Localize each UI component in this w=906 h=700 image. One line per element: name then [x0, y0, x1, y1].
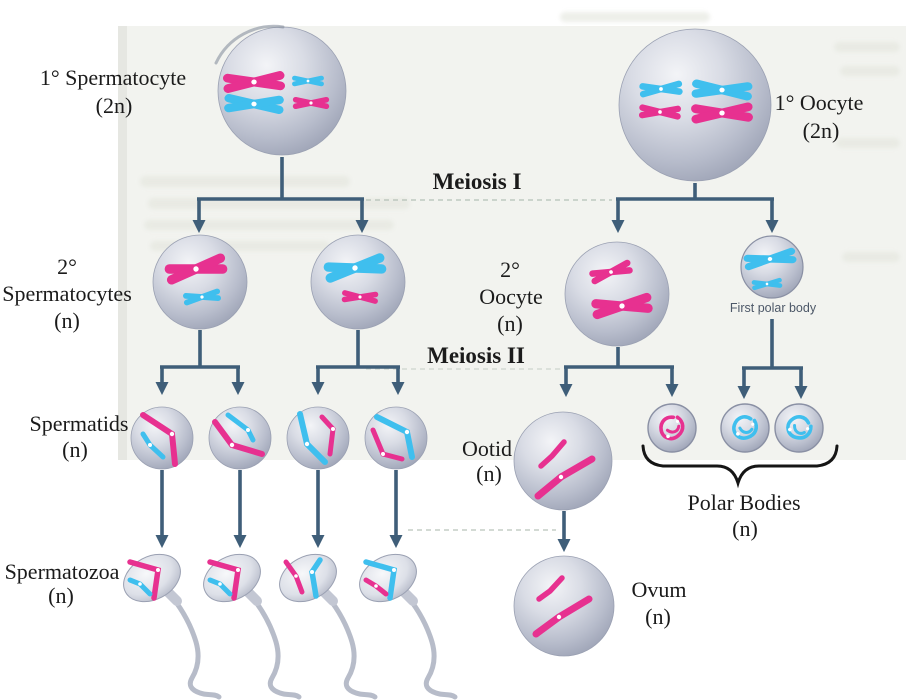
centromere — [138, 582, 142, 586]
spermatozoon-1 — [123, 553, 222, 700]
label-polar-bodies-ploidy: (n) — [732, 516, 758, 541]
centromere — [331, 427, 335, 431]
centromere — [156, 568, 160, 572]
label-primary-oocyte: 1° Oocyte — [775, 90, 864, 115]
sperm-tail — [245, 589, 302, 700]
centromere — [374, 584, 378, 588]
spermatid-cell-2 — [208, 406, 272, 470]
label-secondary-oocyte-ploidy: (n) — [497, 311, 523, 336]
pink-chromatid — [538, 439, 567, 469]
label-polar-bodies: Polar Bodies — [687, 490, 800, 515]
label-first-polar-body: First polar body — [730, 301, 817, 315]
polar-body-pink — [647, 403, 697, 453]
label-secondary-spermatocytes: Spermatocytes — [2, 281, 132, 306]
label-primary-oocyte-ploidy: (2n) — [803, 118, 840, 143]
polar-bodies-brace — [641, 444, 839, 489]
secondary-spermatocyte-cell-right — [310, 234, 406, 330]
polar-body-cells — [647, 403, 824, 453]
sperm-tail — [165, 589, 222, 700]
spermatid-cell-3 — [286, 406, 350, 470]
pink-chromatid — [536, 575, 565, 602]
spermatid-cells — [130, 406, 428, 470]
cell-edge-shadow — [214, 24, 285, 65]
label-secondary-spermatocytes-ploidy: (n) — [54, 308, 80, 333]
ootid-cell — [513, 411, 613, 511]
spermatozoa — [123, 553, 458, 700]
label-ootid-ploidy: (n) — [476, 461, 502, 486]
centromere — [558, 474, 564, 480]
spermatozoon-2 — [203, 553, 302, 700]
primary-oocyte-cell — [618, 28, 772, 182]
stage-dashed-lines — [366, 199, 612, 531]
centromere — [169, 431, 175, 437]
centromere — [304, 441, 310, 447]
label-meiosis-2: Meiosis II — [427, 343, 525, 368]
spermatid-cell-4 — [364, 406, 428, 470]
centromere — [236, 568, 240, 572]
label-secondary-oocyte-prefix: 2° — [500, 257, 520, 282]
centromere — [229, 442, 235, 448]
centromere — [148, 443, 152, 447]
labels: 1° Spermatocyte (2n) Meiosis I 1° Oocyte… — [2, 65, 863, 629]
label-ootid: Ootid — [462, 436, 512, 461]
first-polar-body-cell — [740, 235, 804, 299]
sperm-tail — [321, 589, 378, 700]
secondary-spermatocyte-cell-left — [152, 234, 248, 330]
label-ovum-ploidy: (n) — [645, 604, 671, 629]
label-spermatozoa-ploidy: (n) — [48, 583, 74, 608]
label-spermatids-ploidy: (n) — [62, 437, 88, 462]
centromere — [310, 570, 314, 574]
spermatozoon-4 — [359, 553, 458, 700]
spermatozoon-3 — [279, 553, 378, 700]
sperm-tail — [401, 589, 458, 700]
centromere — [392, 568, 396, 572]
centromere — [246, 428, 250, 432]
centromere — [294, 574, 298, 578]
label-spermatids: Spermatids — [30, 411, 129, 436]
label-secondary-spermatocytes-prefix: 2° — [57, 254, 77, 279]
ovum-cell — [513, 555, 615, 657]
label-spermatozoa: Spermatozoa — [5, 559, 120, 584]
label-ovum: Ovum — [632, 577, 687, 602]
label-secondary-oocyte: Oocyte — [479, 284, 543, 309]
centromere — [404, 429, 410, 435]
label-meiosis-1: Meiosis I — [433, 169, 522, 194]
label-primary-spermatocyte-ploidy: (2n) — [96, 93, 133, 118]
division-arrows — [155, 157, 808, 553]
centromere — [556, 614, 562, 620]
label-primary-spermatocyte: 1° Spermatocyte — [40, 65, 186, 90]
polar-body-blue-2 — [774, 403, 824, 453]
centromere — [218, 582, 222, 586]
polar-body-blue-1 — [720, 403, 770, 453]
secondary-oocyte-cell — [564, 241, 670, 347]
spermatid-cell-1 — [130, 406, 194, 470]
primary-spermatocyte-cell — [214, 24, 347, 156]
centromere — [381, 452, 385, 456]
